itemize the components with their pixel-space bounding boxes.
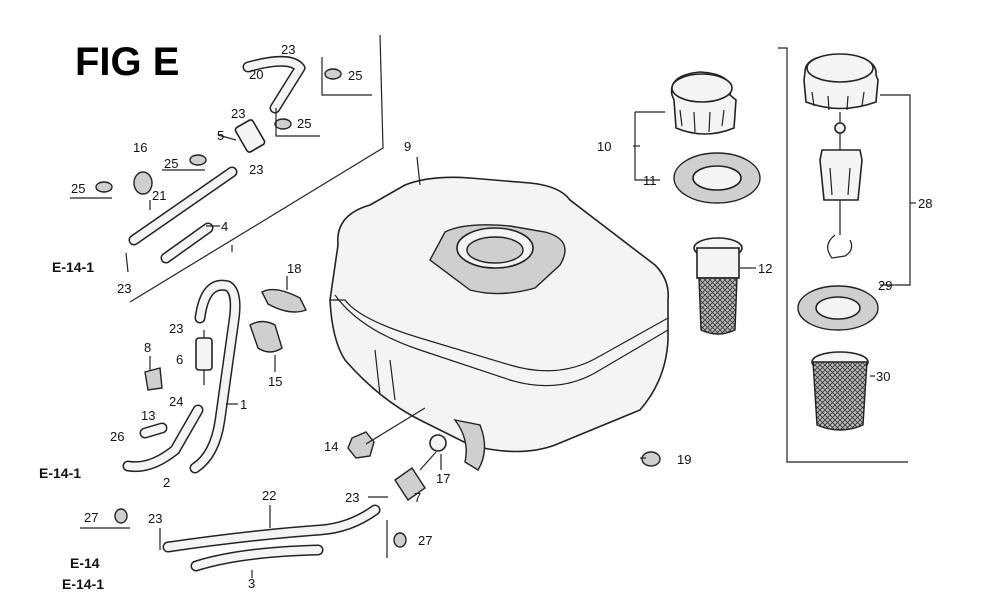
fuel-tank [329,176,670,471]
callout-26: 26 [110,429,124,444]
fuel-cap [670,71,737,135]
callout-6: 6 [176,352,183,367]
callout-27: 27 [84,510,98,525]
box-25d [275,108,320,137]
callout-22: 22 [262,488,276,503]
callout-12: 12 [758,261,772,276]
gasket-29 [797,285,879,331]
callout-11: 11 [643,173,657,188]
callout-29: 29 [878,278,892,293]
callout-10: 10 [597,139,611,154]
callout-18: 18 [287,261,301,276]
callout-28: 28 [918,196,932,211]
fuel-filter-5 [234,119,266,153]
callout-23: 23 [281,42,295,57]
callout-30: 30 [876,369,890,384]
box-25c [321,57,372,96]
callout-15: 15 [268,374,282,389]
clip-27 [114,508,407,548]
callout-20: 20 [249,67,263,82]
figure-title: FIG E [75,40,179,84]
callout-25: 25 [71,181,85,196]
callout-25: 25 [297,116,311,131]
callout-23: 23 [249,162,263,177]
callout-7: 7 [414,490,421,505]
right-frame [778,47,908,463]
leader-lines [125,94,916,578]
callout-4: 4 [221,219,228,234]
ref-e-14-1: E-14-1 [52,259,94,275]
band-15 [249,320,283,353]
clip-8 [144,367,163,391]
clip-16 [133,171,153,195]
callout-27: 27 [418,533,432,548]
callout-23: 23 [169,321,183,336]
washer-19 [641,451,661,467]
callout-23: 23 [231,106,245,121]
callout-5: 5 [217,128,224,143]
cap-gasket [673,152,761,204]
clip-25 [95,68,342,193]
fuel-strainer [693,237,743,335]
fuel-filter-6 [195,330,213,385]
callout-1: 1 [240,397,247,412]
fuel-cock-7 [394,451,437,501]
band-18 [261,288,307,313]
callout-24: 24 [169,394,183,409]
callout-16: 16 [133,140,147,155]
ref-e-14-1: E-14-1 [39,465,81,481]
fuel-hoses [122,55,381,572]
callout-25: 25 [164,156,178,171]
cap-assembly-28 [803,53,879,259]
callout-23: 23 [148,511,162,526]
bolt-14 [347,407,426,459]
callout-17: 17 [436,471,450,486]
callout-2: 2 [163,475,170,490]
callout-14: 14 [324,439,338,454]
callout-23: 23 [117,281,131,296]
callout-3: 3 [248,576,255,591]
ring-17 [429,434,447,452]
callout-19: 19 [677,452,691,467]
callout-9: 9 [404,139,411,154]
callout-21: 21 [152,188,166,203]
callout-8: 8 [144,340,151,355]
subassembly-frame [129,34,384,303]
callout-23: 23 [345,490,359,505]
strainer-30 [811,351,869,431]
callout-13: 13 [141,408,155,423]
callout-25: 25 [348,68,362,83]
ref-e-14: E-14 [70,555,100,571]
ref-e-14-1: E-14-1 [62,576,104,592]
